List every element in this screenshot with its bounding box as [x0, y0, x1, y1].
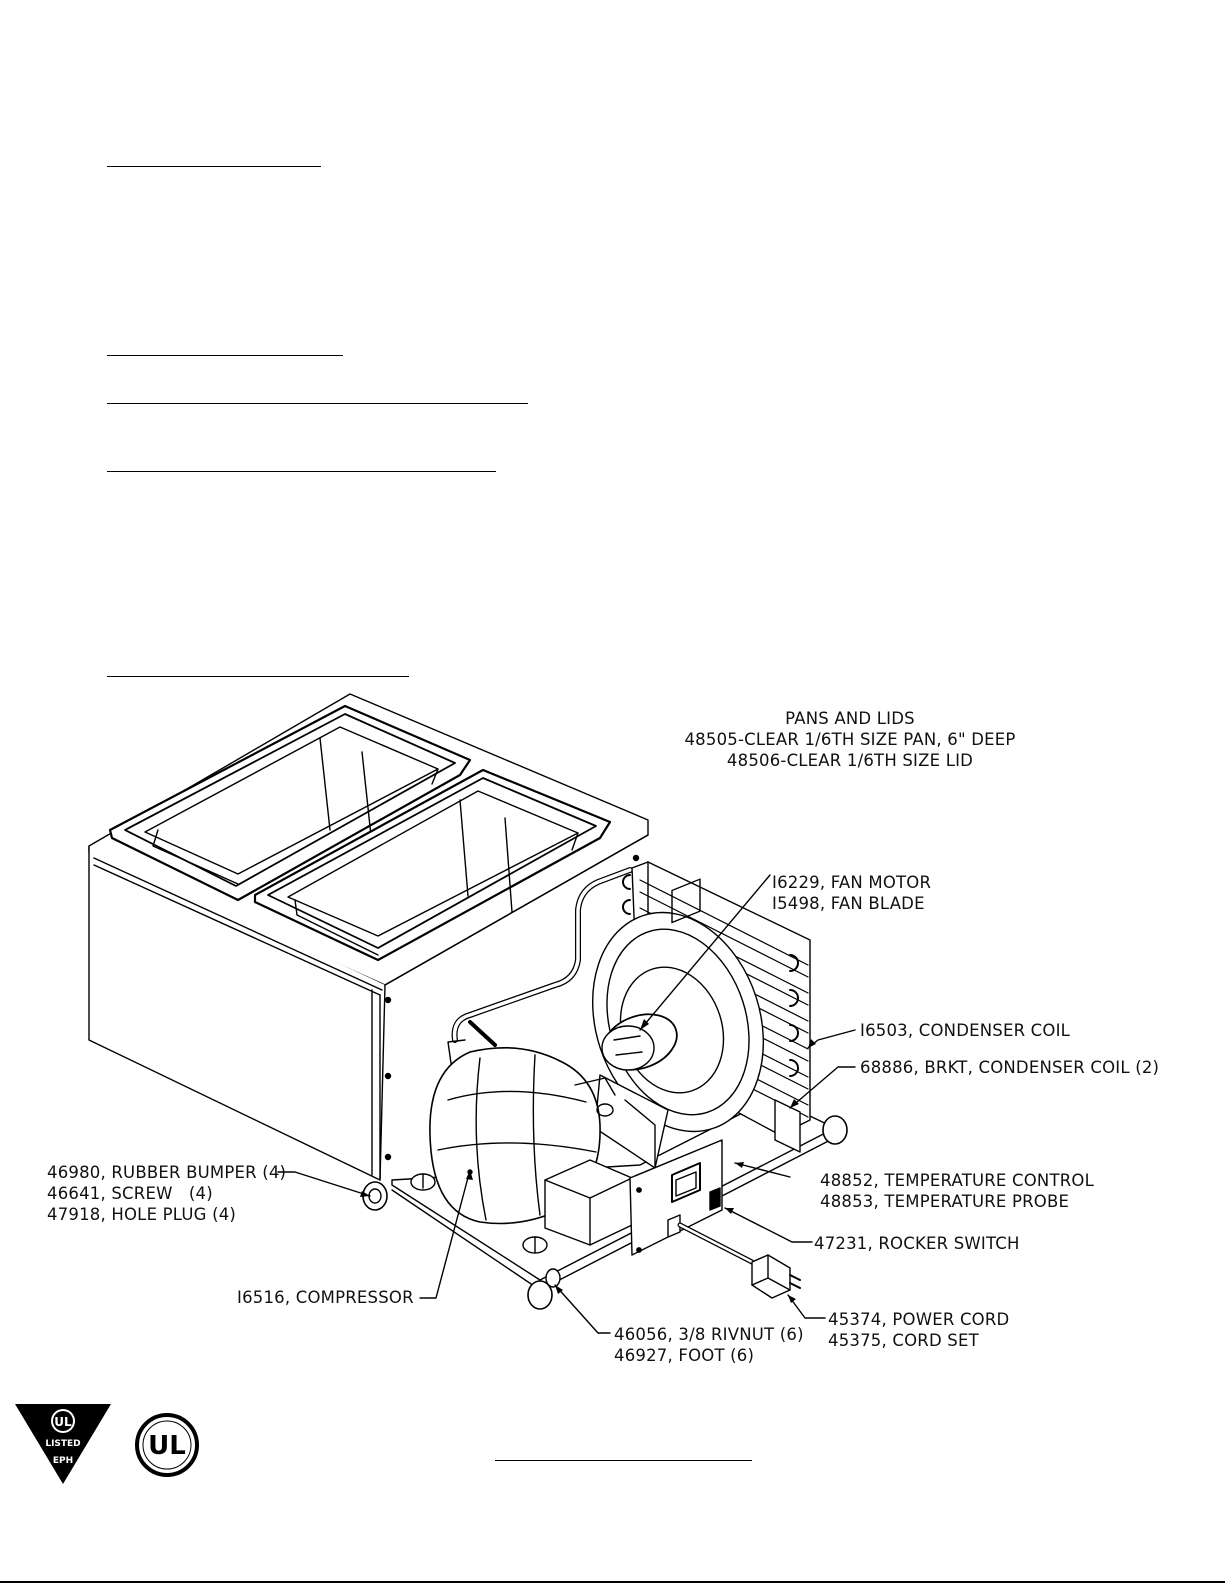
label-power-cord: 45374, POWER CORD 45375, CORD SET	[828, 1309, 1009, 1351]
pans-lids-lid: 48506-CLEAR 1/6TH SIZE LID	[726, 751, 974, 770]
power-cord-text: 45374, POWER CORD	[828, 1310, 1010, 1329]
pans-lids-title: PANS AND LIDS	[785, 709, 915, 728]
leader-condenser-coil	[807, 1029, 856, 1049]
fan-assembly	[591, 911, 765, 1169]
label-temperature: 48852, TEMPERATURE CONTROL 48853, TEMPER…	[820, 1170, 1094, 1212]
ul-logo: UL	[135, 1413, 199, 1477]
compressor	[410, 1020, 633, 1254]
temperature-probe-text: 48853, TEMPERATURE PROBE	[820, 1192, 1070, 1211]
power-cord	[677, 1222, 801, 1299]
screw-text: 46641, SCREW (4)	[47, 1184, 213, 1203]
ul-logo-text: UL	[148, 1431, 186, 1461]
footer-rule	[495, 1460, 752, 1461]
rivnut-text: 46056, 3/8 RIVNUT (6)	[614, 1325, 804, 1344]
condenser-bracket-text: 68886, BRKT, CONDENSER COIL (2)	[860, 1058, 1160, 1077]
label-rocker-switch: 47231, ROCKER SWITCH	[814, 1233, 1020, 1254]
heading-rule-1	[107, 166, 321, 167]
leader-rivnut	[554, 1284, 611, 1334]
leader-compressor	[419, 1169, 471, 1299]
foot-text: 46927, FOOT (6)	[614, 1346, 755, 1365]
rubber-bumper-text: 46980, RUBBER BUMPER (4)	[47, 1163, 287, 1182]
heading-rule-3	[107, 403, 528, 404]
foot-right	[822, 1115, 848, 1145]
temperature-control-text: 48852, TEMPERATURE CONTROL	[820, 1171, 1094, 1190]
leader-rocker	[724, 1207, 813, 1243]
ul-listed-bottom: EPH	[53, 1456, 73, 1466]
ul-listed-top: UL	[54, 1415, 72, 1429]
leader-temperature	[734, 1162, 791, 1178]
ul-listed-eph-logo: UL LISTED EPH	[15, 1404, 111, 1484]
leader-bumper	[277, 1171, 371, 1197]
label-pans-and-lids: PANS AND LIDS 48505-CLEAR 1/6TH SIZE PAN…	[650, 708, 1050, 771]
leader-bracket	[789, 1066, 856, 1109]
heading-rule-5	[107, 676, 409, 677]
page-bottom-border	[0, 1581, 1225, 1583]
pans-lids-pan: 48505-CLEAR 1/6TH SIZE PAN, 6" DEEP	[684, 730, 1016, 749]
condenser-coil-text: I6503, CONDENSER COIL	[860, 1021, 1071, 1040]
label-compressor: I6516, COMPRESSOR	[237, 1287, 414, 1308]
leader-lines	[277, 874, 856, 1334]
leader-fan	[639, 874, 771, 1031]
compressor-text: I6516, COMPRESSOR	[237, 1288, 414, 1307]
label-condenser-bracket: 68886, BRKT, CONDENSER COIL (2)	[860, 1057, 1159, 1078]
label-bumper: 46980, RUBBER BUMPER (4) 46641, SCREW (4…	[47, 1162, 286, 1225]
heading-rule-2	[107, 355, 343, 356]
leader-cord	[787, 1294, 826, 1319]
label-condenser-coil: I6503, CONDENSER COIL	[860, 1020, 1070, 1041]
control-panel	[629, 878, 723, 1256]
fan-blade-text: I5498, FAN BLADE	[772, 894, 925, 913]
cord-set-text: 45375, CORD SET	[828, 1331, 979, 1350]
rocker-switch-text: 47231, ROCKER SWITCH	[814, 1234, 1020, 1253]
foot-front	[527, 1280, 553, 1310]
hole-plug-text: 47918, HOLE PLUG (4)	[47, 1205, 237, 1224]
pan-2	[253, 768, 612, 962]
fan-motor-text: I6229, FAN MOTOR	[772, 873, 932, 892]
ul-listed-mid: LISTED	[45, 1439, 80, 1449]
label-rivnut-foot: 46056, 3/8 RIVNUT (6) 46927, FOOT (6)	[614, 1324, 804, 1366]
pan-1	[108, 704, 472, 902]
label-fan: I6229, FAN MOTOR I5498, FAN BLADE	[772, 872, 931, 914]
heading-rule-4	[107, 471, 496, 472]
